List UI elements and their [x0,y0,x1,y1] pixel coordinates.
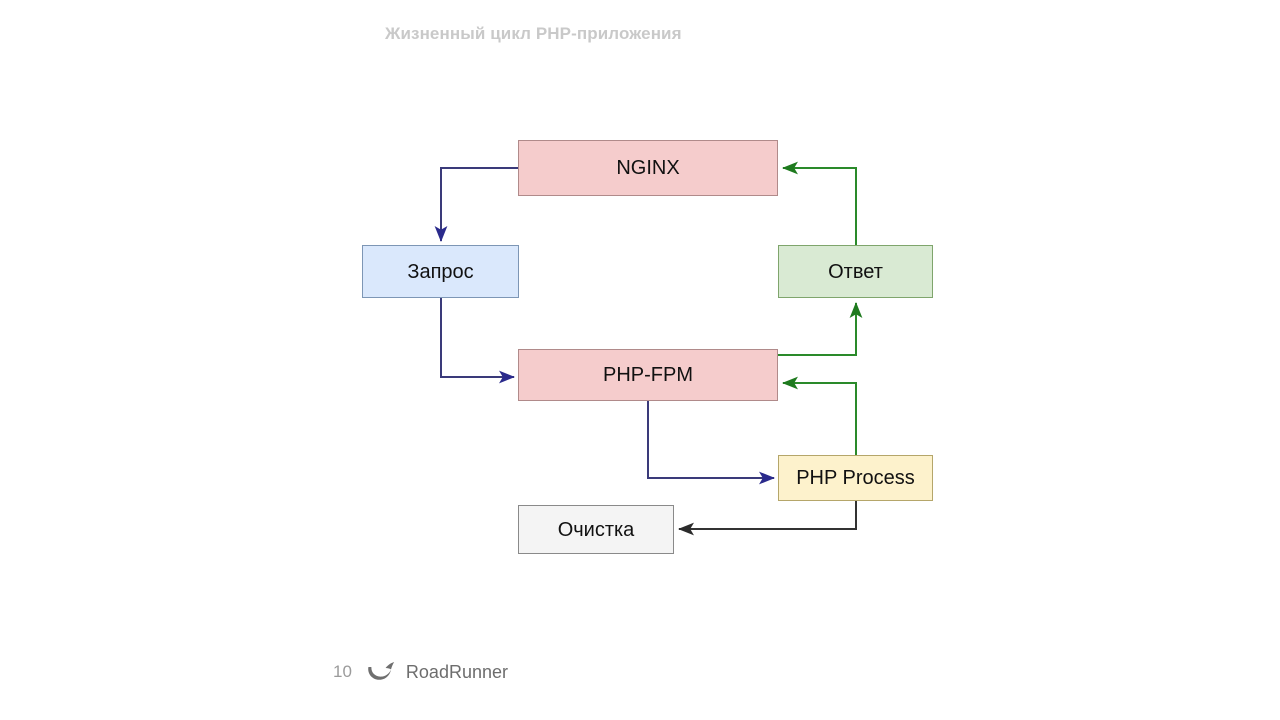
brand-name: RoadRunner [405,661,508,682]
edge-php-fpm-to-php-process [647,401,775,485]
node-label: PHP-FPM [603,364,693,386]
node-label: PHP Process [796,467,915,489]
node-label: Запрос [407,260,474,283]
edge-request-to-php-fpm [440,298,515,384]
slide-title: Жизненный цикл PHP-приложения [385,24,682,43]
edge-nginx-to-request [434,167,518,242]
node-label: NGINX [616,157,680,179]
node-cleanup[interactable]: Очистка [518,505,674,554]
node-label: Ответ [828,260,883,283]
brand: RoadRunner [366,660,508,684]
edge-response-to-nginx [782,161,857,245]
slide-footer: 10 RoadRunner [333,660,508,684]
node-response[interactable]: Ответ [778,245,933,298]
roadrunner-swoosh-icon [366,660,396,684]
edge-php-fpm-to-response [778,302,863,356]
edge-php-process-to-cleanup [678,501,857,536]
page-number: 10 [333,662,352,681]
node-nginx[interactable]: NGINX [518,140,778,196]
node-php-process[interactable]: PHP Process [778,455,933,501]
edge-php-process-to-php-fpm [782,376,857,455]
node-php-fpm[interactable]: PHP-FPM [518,349,778,401]
node-label: Очистка [557,518,635,541]
node-request[interactable]: Запрос [362,245,519,298]
